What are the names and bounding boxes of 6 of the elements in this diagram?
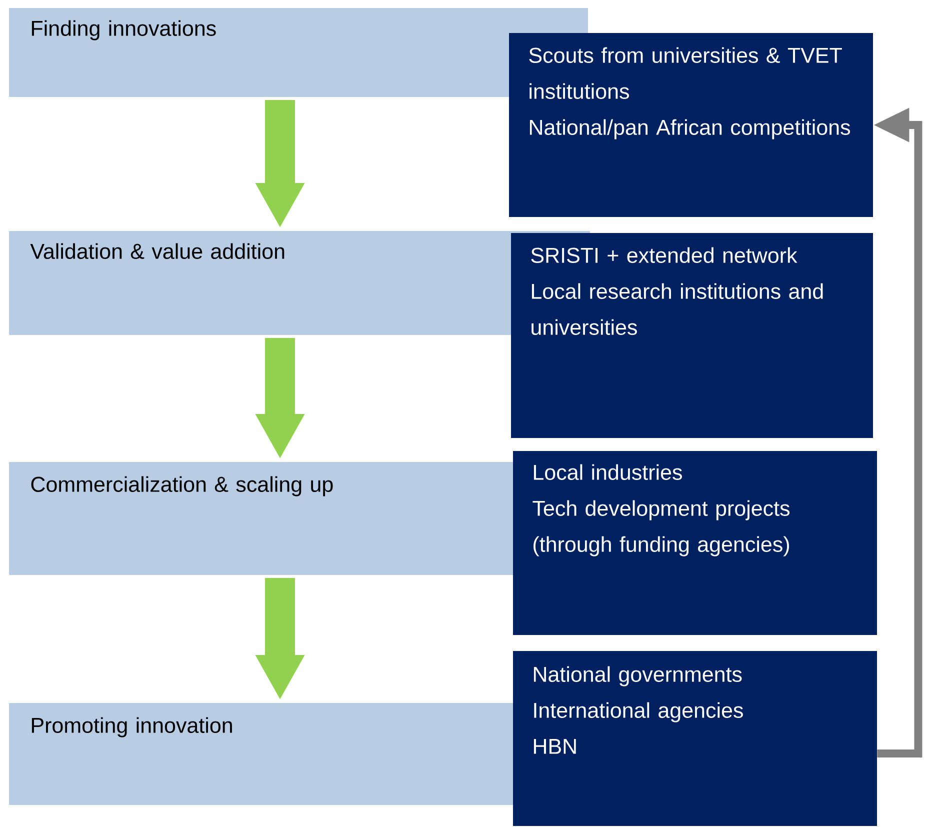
stage-box: Commercialization & scaling up xyxy=(9,462,513,575)
partner-box: Scouts from universities & TVET institutions National/pan African competitions xyxy=(509,33,873,217)
partner-box: National governments International agencies HBN xyxy=(513,651,877,826)
stage-box: Promoting innovation xyxy=(9,703,513,805)
partner-box: Local industries Tech development projects (through funding agencies) xyxy=(513,451,877,635)
partner-box: SRISTI + extended network Local research institutions and universities xyxy=(511,233,873,438)
